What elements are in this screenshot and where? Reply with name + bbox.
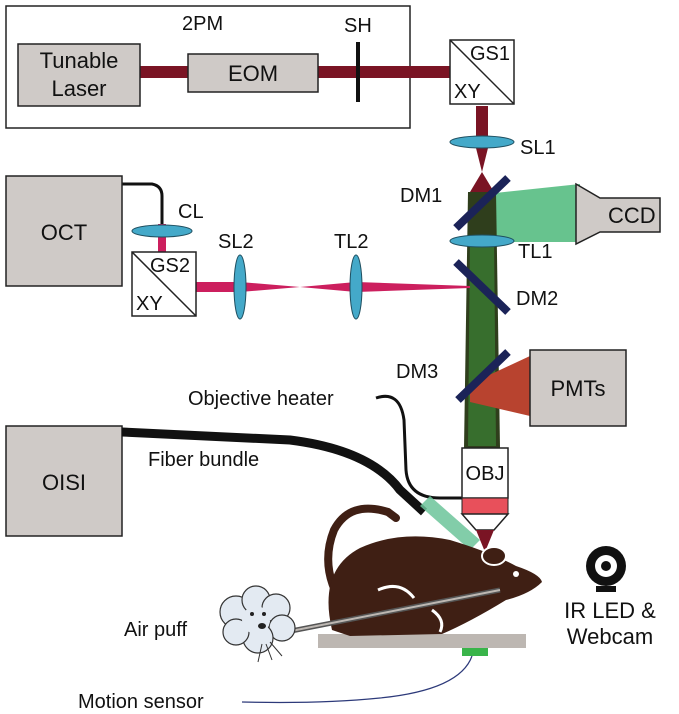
ir-led-label-1: IR LED & [564, 598, 656, 623]
gs1-diagonal [449, 39, 515, 105]
2pm-beam-focus [476, 148, 488, 172]
obj-label: OBJ [466, 463, 505, 485]
oisi-box [5, 425, 123, 537]
tl2-lens [349, 254, 363, 320]
mouse-ear [481, 546, 507, 566]
objective-focus-beam [476, 530, 494, 552]
sl1-lens [449, 135, 515, 149]
oisi-label: OISI [42, 470, 86, 495]
dm1-label: DM1 [400, 185, 442, 207]
eom-label: EOM [228, 61, 278, 86]
dm2-mirror [453, 259, 511, 315]
gs1-label: GS1 [470, 43, 510, 65]
oct-beam-sl2-tl2 [240, 282, 356, 292]
objective-heater-wire [375, 394, 462, 500]
sl1-label: SL1 [520, 137, 556, 159]
2pm-beam-expand [470, 172, 494, 192]
shutter [356, 42, 360, 102]
oct-beam-vertical [158, 224, 166, 254]
oct-fiber [122, 182, 164, 224]
motion-sensor-wire [241, 655, 473, 704]
mouse-leg-highlight [377, 584, 416, 599]
dm2-label: DM2 [516, 288, 558, 310]
webcam-icon [586, 546, 626, 592]
air-puff-cloud-icon [219, 585, 296, 663]
air-puff-label: Air puff [124, 619, 187, 641]
oct-beam-to-dm2 [356, 282, 470, 292]
tunable-laser-box [17, 43, 141, 107]
pmts-box [529, 349, 627, 427]
pmts-label: PMTs [551, 376, 606, 401]
sl2-lens [233, 254, 247, 320]
sh-label: SH [344, 15, 372, 37]
ccd-camera-body [575, 182, 661, 246]
tl2-label: TL2 [334, 231, 368, 253]
eom-box [187, 53, 319, 93]
main-path-green-overlay [468, 236, 496, 446]
cl-lens [131, 224, 193, 238]
gs2-diagonal [131, 251, 197, 317]
mouse-paw-highlight [431, 608, 444, 633]
fiber-illumination [420, 496, 480, 550]
mouse-body [328, 536, 542, 636]
objective-tip [460, 513, 510, 531]
motion-sensor-pad [462, 648, 488, 656]
tunable-laser-label-1: Tunable [40, 48, 119, 73]
stage-plate [318, 634, 526, 648]
ccd-label: CCD [608, 203, 656, 228]
ir-led-label-2: Webcam [567, 624, 653, 649]
dm3-label: DM3 [396, 361, 438, 383]
gs2-label: GS2 [150, 255, 190, 277]
sl2-label: SL2 [218, 231, 254, 253]
2pm-label: 2PM [182, 13, 223, 35]
2pm-beam-vertical [476, 106, 488, 140]
gs1-xy-label: XY [454, 81, 481, 103]
dm1-mirror [453, 175, 511, 231]
tl1-label: TL1 [518, 241, 552, 263]
air-puff-tube-highlight [285, 589, 501, 633]
fiber-bundle-label: Fiber bundle [148, 449, 259, 471]
fiber-bundle-cable [121, 427, 428, 516]
objective-heater-label: Objective heater [188, 388, 334, 410]
mouse-eye [513, 571, 519, 577]
cl-label: CL [178, 201, 204, 223]
oct-beam-to-gs2 [196, 282, 240, 292]
motion-sensor-label: Motion sensor [78, 691, 204, 713]
oct-box [5, 175, 123, 287]
objective-heater-band [461, 497, 509, 515]
tunable-laser-label-2: Laser [51, 76, 106, 101]
dm3-mirror [455, 349, 511, 403]
ccd-light-cone [486, 184, 580, 242]
pmt-light-cone [470, 356, 530, 416]
gs2-xy-label: XY [136, 293, 163, 315]
oct-label: OCT [41, 220, 87, 245]
tl1-lens [449, 234, 515, 248]
